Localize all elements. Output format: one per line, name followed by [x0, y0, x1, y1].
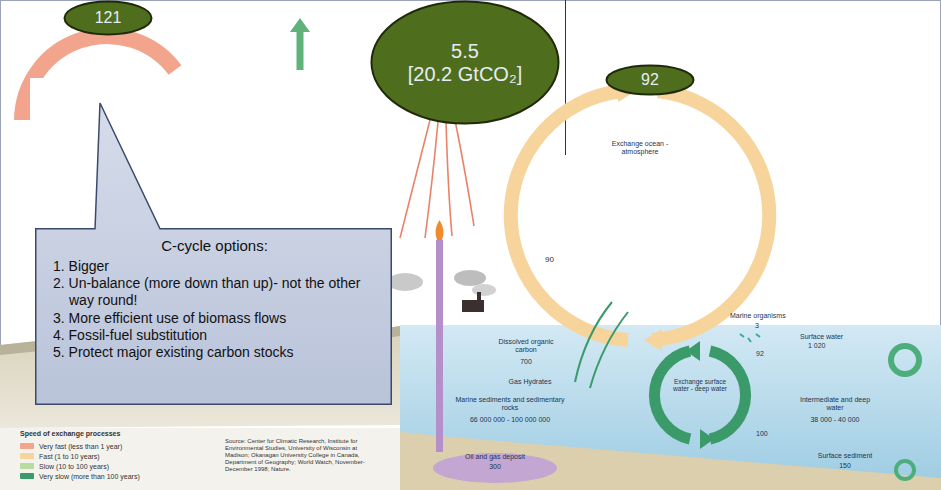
arrow-head [644, 329, 662, 351]
oil-deposit [433, 453, 557, 483]
ocean [400, 325, 941, 490]
illustration-label: Intermediate and deep water [795, 396, 875, 412]
list-item: 2. Un-balance (more down than up)- not t… [51, 275, 378, 309]
illustration-label: 66 000 000 - 100 000 000 [455, 416, 565, 424]
flux-value: [20.2 GtCO₂] [408, 63, 522, 86]
text-group: 121 [95, 9, 122, 27]
legend-text: Slow (10 to 100 years) [39, 463, 109, 470]
legend-swatch [20, 443, 34, 449]
illustration-label: Exchange surface water - deep water [672, 378, 728, 393]
legend-swatch [20, 463, 34, 469]
text-group: 5.5[20.2 GtCO₂] [408, 40, 522, 86]
ocean-exchange-circle [511, 91, 769, 340]
illustration-label: 38 000 - 40 000 [795, 416, 875, 424]
smoke [472, 284, 496, 296]
illustration-label: 3 [755, 322, 765, 330]
illustration-label: Surface sediment [810, 452, 880, 460]
text-group: 92 [641, 71, 659, 89]
legend-row: Very fast (less than 1 year) [20, 441, 140, 451]
arrow-head [700, 429, 714, 449]
flux-ellipse: 121 [63, 0, 153, 36]
exchange-curve [590, 312, 628, 388]
list-item: 5. Protect major existing carbon stocks [51, 344, 378, 361]
ellipse-outline [65, 2, 152, 35]
sea-floor [400, 432, 941, 490]
smoke [387, 273, 423, 291]
legend-row: Slow (10 to 100 years) [20, 461, 140, 471]
list-item: 4. Fossil-fuel substitution [51, 327, 378, 344]
exchange-circle [891, 346, 919, 374]
illustration-label: 700 [506, 358, 546, 366]
ellipse-outline [607, 66, 694, 95]
illustration-label: Oil and gas deposit [455, 453, 535, 461]
legend-title: Speed of exchange processes [20, 430, 170, 438]
callout-box: C-cycle options: 1. Bigger2. Un-balance (… [35, 228, 392, 405]
illustration-label: Marine sediments and sedimentary rocks [455, 396, 565, 412]
illustration-label: Surface water [800, 333, 860, 341]
ellipse-outline [372, 2, 559, 124]
legend-text: Fast (1 to 10 years) [39, 453, 100, 460]
organism-marks [740, 334, 760, 342]
flux-ellipse: 92 [605, 64, 695, 96]
arrow-head [290, 18, 310, 32]
callout-heading: C-cycle options: [51, 237, 378, 255]
callout-outline [36, 103, 392, 404]
divider-line [565, 0, 566, 155]
legend-row: Fast (1 to 10 years) [20, 451, 140, 461]
legend-ground [0, 428, 400, 490]
chimney [477, 292, 481, 302]
illustration-label: Exchange ocean - atmosphere [600, 140, 680, 156]
illustration-label: 92 [756, 350, 776, 358]
smoke [454, 270, 486, 286]
list-item: 1. Bigger [51, 258, 378, 275]
legend-swatch [20, 453, 34, 459]
illustration-label: 1 020 [808, 342, 848, 350]
flare-stack [436, 240, 443, 452]
flux-value: 121 [95, 9, 122, 27]
exchange-arrow [297, 30, 304, 70]
illustration-label: 90 [545, 255, 565, 264]
illustration-label: 300 [475, 463, 515, 471]
illustration-label: Dissolved organic carbon [495, 338, 557, 354]
legend-row: Very slow (more than 100 years) [20, 471, 140, 481]
legend-text: Very slow (more than 100 years) [39, 473, 140, 480]
source-note: Source: Center for Climatic Research, In… [225, 438, 375, 472]
legend: Very fast (less than 1 year) Fast (1 to 1… [20, 441, 140, 481]
illustration-label: 150 [810, 462, 880, 470]
flux-value: 5.5 [408, 40, 522, 63]
text-group: C-cycle options: 1. Bigger2. Un-balance (… [35, 228, 392, 371]
legend-text: Very fast (less than 1 year) [39, 443, 122, 450]
emission-lines [400, 120, 474, 238]
illustration-label: Marine organisms [730, 312, 800, 320]
flux-ellipse: 5.5[20.2 GtCO₂] [370, 0, 560, 125]
legend-swatch [20, 473, 34, 479]
exchange-curve [575, 302, 612, 382]
exchange-circle [896, 461, 914, 479]
deep-exchange-circle [654, 351, 745, 439]
illustration-label: Gas Hydrates [500, 378, 560, 386]
flame [435, 220, 443, 240]
flux-value: 92 [641, 71, 659, 89]
arrow-head [686, 341, 700, 361]
list-item: 3. More efficient use of biomass flows [51, 310, 378, 327]
illustration-label: 100 [756, 430, 781, 438]
cover-panel [30, 78, 398, 236]
